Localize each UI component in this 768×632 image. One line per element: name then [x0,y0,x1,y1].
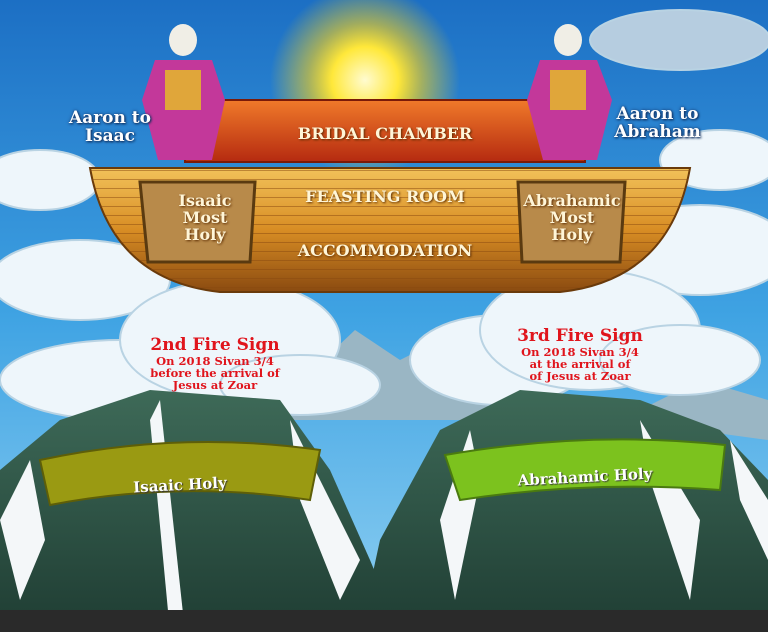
label-line: Aaron to [616,104,699,124]
feasting-room-label: FEASTING ROOM [305,187,465,206]
aaron-to-abraham-label: Aaron to Abraham [600,104,715,142]
fire-sign-line: On 2018 Sivan 3/4 [521,344,639,359]
abrahamic-plaque [516,180,627,264]
label-line: Holy [551,224,593,244]
aaron-figure-right [527,24,612,160]
fire-sign-3: 3rd Fire Sign On 2018 Sivan 3/4 at the a… [500,326,660,383]
fire-sign-title: 3rd Fire Sign [517,326,643,346]
abrahamic-holy-band [443,438,727,502]
aaron-to-isaac-label: Aaron to Isaac [55,108,165,146]
label-line: Aaron to [69,108,151,128]
label-line: Most [182,207,228,227]
fire-sign-line: Jesus at Zoar [172,377,258,392]
fire-sign-line: of Jesus at Zoar [529,368,631,383]
abrahamic-most-holy-label: Abrahamic Most Holy [512,191,632,244]
label-line: Holy [184,224,226,244]
fire-sign-title: 2nd Fire Sign [150,335,280,355]
label-line: Most [549,207,595,227]
bridal-chamber-label: BRIDAL CHAMBER [297,124,473,143]
fire-sign-line: before the arrival of [150,365,280,380]
isaaic-holy-band [38,441,322,507]
accommodation-label: ACCOMMODATION [297,241,473,260]
ground [0,610,768,632]
label-line: Isaac [85,125,135,146]
isaaic-most-holy-label: Isaaic Most Holy [145,191,265,244]
aaron-figure-left [142,24,225,160]
fire-sign-line: at the arrival of [529,356,631,371]
fire-sign-line: On 2018 Sivan 3/4 [156,353,274,368]
label-line: Abrahamic [523,191,621,210]
label-line: Isaaic [178,191,232,210]
isaaic-plaque [138,180,257,264]
label-line: Abraham [614,121,701,142]
fire-sign-2: 2nd Fire Sign On 2018 Sivan 3/4 before t… [135,335,295,392]
